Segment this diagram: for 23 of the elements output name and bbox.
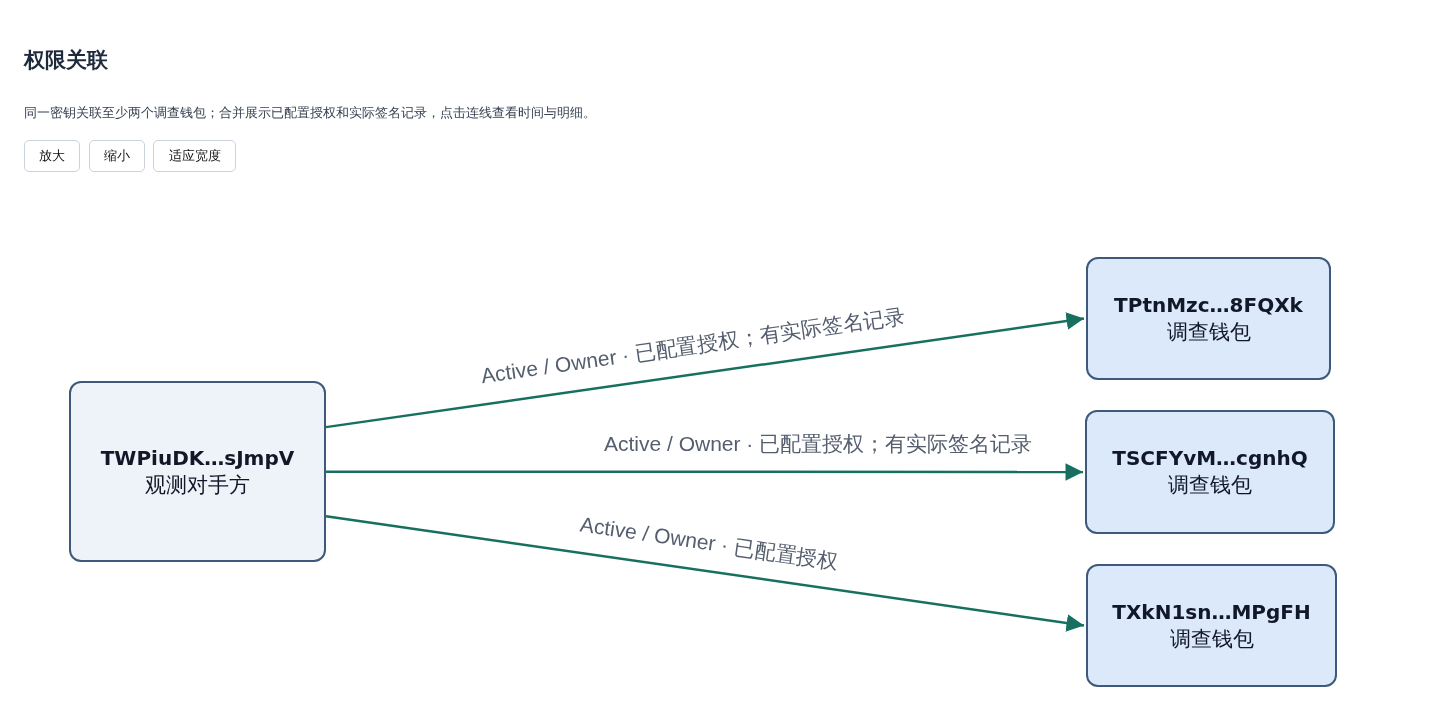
arrow [325,514,1085,632]
wallet-box [1086,564,1337,687]
wallet-box [1086,257,1331,380]
role-text: 观测对手方 [145,471,250,498]
address-text: TSCFYvM…cgnhQ [1112,445,1308,471]
address-text: TPtnMzc…8FQXk [1114,291,1303,318]
wallet-box [1085,410,1335,534]
role-text: 调查钱包 [1166,318,1251,345]
zoom-button: 缩小 [89,140,145,172]
address-text: TWPiuDK…sJmpV [100,444,295,471]
edge-label: Active / Owner · 已配置授权；有实际签名记录 [479,302,908,390]
description-text: 同一密钥关联至少两个调查钱包；合并展示已配置授权和实际签名记录，点击连线查看时间与明细。 [24,104,596,122]
role-text: 调查钱包 [1168,472,1252,498]
arrow [326,463,1083,481]
counterparty-box [69,381,326,562]
zoom-button: 放大 [24,140,80,172]
zoom-button: 适应宽度 [153,140,236,172]
page-title: 权限关联 [24,47,108,73]
address-text: TXkN1sn…MPgFH [1112,598,1311,625]
role-text: 调查钱包 [1169,625,1254,652]
edge-label: Active / Owner · 已配置授权 [578,511,840,575]
edge-label: Active / Owner · 已配置授权；有实际签名记录 [604,430,1033,457]
arrow [325,312,1085,429]
